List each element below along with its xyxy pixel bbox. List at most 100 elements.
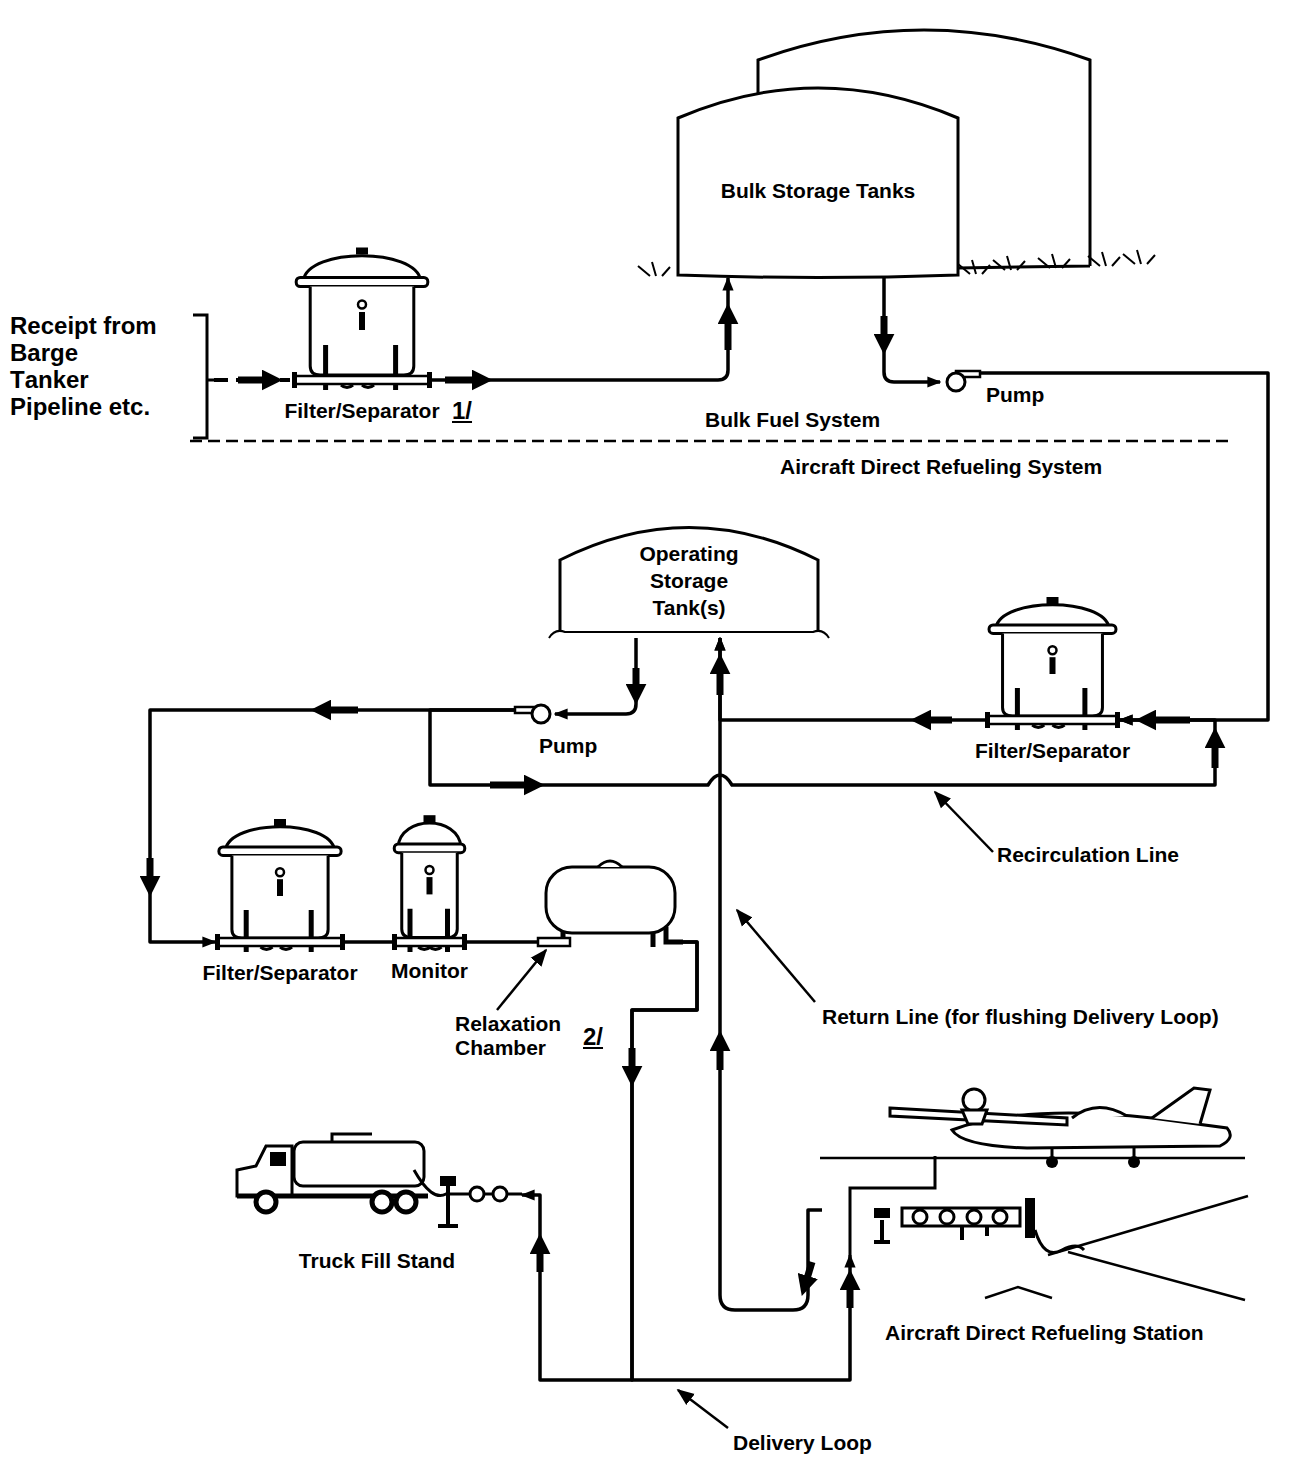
drawing-part (340, 934, 345, 950)
system-label: Receipt from Barge Tanker Pipeline etc. (10, 312, 160, 420)
fuel-pipe (720, 638, 822, 1310)
drawing-part (394, 844, 465, 853)
drawing-part (666, 927, 683, 942)
pump: Pump (940, 368, 980, 407)
drawing-part (426, 866, 434, 874)
drawing-part (372, 1192, 392, 1212)
drawing-part (462, 934, 467, 950)
refueling-station-icon (822, 1180, 1047, 1255)
drawing-part (276, 868, 284, 876)
label-holder: Recirculation Line (997, 842, 1179, 867)
drawing-part (1128, 1156, 1140, 1168)
drawing-part (935, 792, 993, 852)
component-label: Bulk Storage Tanks (678, 178, 958, 203)
drawing-part (1046, 1156, 1058, 1168)
filter-separator-icon (292, 240, 432, 390)
drawing-part (219, 847, 341, 855)
drawing-part (560, 528, 818, 633)
drawing-part (277, 879, 283, 896)
component-label: Relaxation Chamber (455, 1012, 585, 1060)
filter-separator: Filter/Separator (215, 812, 345, 985)
filter-separator: Filter/Separator (292, 240, 432, 423)
drawing-part (737, 910, 815, 1002)
drawing-part (913, 1210, 927, 1224)
label-holder: Aircraft Direct Refueling System (780, 454, 1102, 479)
system-label: Return Line (for flushing Delivery Loop) (822, 1004, 1219, 1029)
drawing-part (427, 372, 432, 388)
pump-icon (940, 368, 980, 394)
fuel-pipe (632, 942, 850, 1380)
drawing-part (1072, 1107, 1127, 1118)
fuel-pipe (522, 942, 697, 1380)
drawing-part (440, 1176, 456, 1186)
drawing-part (396, 1192, 416, 1212)
fuel-pipe (884, 278, 940, 382)
drawing-part (1032, 725, 1064, 728)
component-label: Pump (986, 382, 1044, 407)
filter-separator: Filter/Separator (985, 590, 1120, 763)
label-holder: Return Line (for flushing Delivery Loop) (822, 1004, 1219, 1029)
drawing-part (638, 250, 1155, 276)
drawing-part (1047, 597, 1059, 604)
component-label: Operating Storage Tank(s) (624, 540, 754, 621)
drawing-part (392, 934, 397, 950)
drawing-part (438, 1182, 458, 1226)
drawing-part (678, 88, 958, 278)
label-holder: 2/ (583, 1024, 603, 1049)
drawing-part (1025, 1198, 1035, 1238)
drawing-part (1050, 657, 1056, 674)
callout-number: 2/ (583, 1024, 603, 1049)
component-label: Filter/Separator (202, 960, 357, 985)
drawing-part (256, 1192, 276, 1212)
label-holder: 1/ (452, 398, 472, 423)
drawing-part (332, 1134, 522, 1196)
drawing-part (985, 712, 990, 728)
system-label: Bulk Fuel System (705, 407, 880, 432)
component-label: Monitor (391, 958, 468, 983)
drawing-part (940, 1210, 954, 1224)
drawing-part (1049, 646, 1057, 654)
drawing-part (989, 625, 1116, 633)
drawing-part (356, 248, 368, 255)
system-label: Aircraft Direct Refueling System (780, 454, 1102, 479)
fuel-pipe (720, 638, 985, 720)
drawing-part (890, 1108, 1067, 1125)
drawing-part (598, 861, 622, 867)
callout-number: 1/ (452, 398, 472, 423)
storage-tank: Bulk Storage Tanks (640, 28, 1160, 278)
drawing-part (237, 1146, 292, 1196)
refueling-station: Aircraft Direct Refueling Station (822, 1180, 1047, 1345)
storage-tank-icon (640, 28, 1160, 278)
filter-separator-icon (215, 812, 345, 952)
label-holder: Delivery Loop (733, 1430, 872, 1455)
drawing-part (874, 1220, 890, 1242)
monitor-icon (392, 808, 467, 952)
system-label: Delivery Loop (733, 1430, 872, 1455)
system-divider (190, 440, 1232, 443)
drawing-part (294, 376, 430, 384)
drawing-part (993, 1210, 1007, 1224)
drawing-part (549, 631, 829, 638)
drawing-part (294, 1142, 424, 1186)
pump: Pump (515, 700, 555, 758)
component-label: Aircraft Direct Refueling Station (885, 1320, 1204, 1345)
drawing-part (967, 1210, 981, 1224)
receipt-line (214, 378, 290, 382)
flow-arrows (150, 316, 1215, 1308)
drawing-part (274, 819, 286, 826)
component-label: Truck Fill Stand (299, 1248, 455, 1273)
drawing-part (532, 705, 550, 723)
drawing-part (1152, 1088, 1210, 1124)
relaxation-chamber-icon (538, 855, 683, 947)
drawing-part (261, 947, 293, 950)
fuel-pipe (345, 940, 392, 944)
drawing-part (874, 1208, 890, 1218)
drawing-part (424, 815, 436, 822)
drawing-part (270, 1152, 286, 1166)
drawing-part (987, 716, 1118, 724)
system-label: Recirculation Line (997, 842, 1179, 867)
drawing-part (292, 372, 297, 388)
